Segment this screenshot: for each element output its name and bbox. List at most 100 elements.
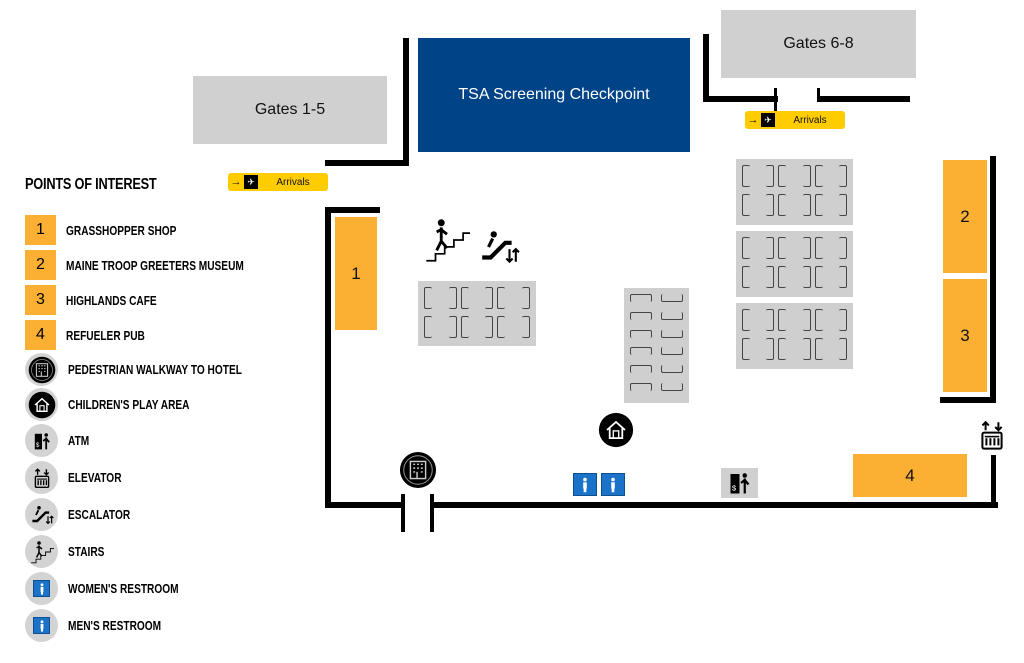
escalator-icon[interactable] <box>472 226 526 268</box>
legend-item-hotel-walkway: PEDESTRIAN WALKWAY TO HOTEL <box>25 353 291 386</box>
store-maine-troop-greeters-museum[interactable]: 2 <box>943 160 987 273</box>
store-number-badge: 1 <box>25 215 56 245</box>
chair-icon <box>814 165 823 187</box>
legend-label: ELEVATOR <box>68 470 122 485</box>
chair-icon <box>778 309 787 331</box>
hotel-walkway-icon[interactable] <box>399 451 437 489</box>
chair-icon <box>839 309 847 331</box>
chair-icon <box>661 329 683 338</box>
arrivals-sign-right[interactable]: →✈Arrivals <box>745 111 845 129</box>
seating-area <box>736 159 853 225</box>
seating-area <box>418 281 536 346</box>
chair-icon <box>630 347 652 356</box>
arrivals-label: Arrivals <box>793 114 827 126</box>
legend-label: MAINE TROOP GREETERS MUSEUM <box>66 257 244 273</box>
chair-icon <box>766 237 775 259</box>
seating-area <box>624 288 689 403</box>
legend-item-refueler-pub: 4 REFUELER PUB <box>25 320 167 350</box>
chair-icon <box>839 266 847 288</box>
gates-1-5-label: Gates 1-5 <box>254 101 326 118</box>
chair-icon <box>661 294 683 302</box>
gates-6-8-label: Gates 6-8 <box>783 35 854 52</box>
tsa-label: TSA Screening Checkpoint <box>458 86 650 103</box>
seating-area <box>736 303 853 369</box>
chair-icon <box>661 383 683 392</box>
chair-icon <box>742 165 750 187</box>
arrow-right-icon: → <box>230 176 242 188</box>
chair-icon <box>424 315 432 338</box>
chair-icon <box>497 315 506 338</box>
chair-icon <box>742 194 750 216</box>
chair-icon <box>630 294 652 302</box>
chair-icon <box>778 165 787 187</box>
chair-icon <box>802 194 811 216</box>
legend-item-stairs: STAIRS <box>25 535 115 568</box>
mens-restroom-icon[interactable] <box>601 473 625 496</box>
chair-icon <box>424 287 432 309</box>
chair-icon <box>766 266 775 288</box>
chair-icon <box>630 383 652 392</box>
store-grasshopper-shop[interactable]: 1 <box>335 217 377 330</box>
chair-icon <box>630 365 652 374</box>
legend-item-womens-restroom: WOMEN'S RESTROOM <box>25 572 210 605</box>
chair-icon <box>742 338 750 360</box>
chair-icon <box>778 338 787 360</box>
legend-item-elevator: ELEVATOR <box>25 461 137 494</box>
arrivals-sign-left[interactable]: →✈Arrivals <box>228 173 328 191</box>
seating-area <box>736 231 853 297</box>
chair-icon <box>766 194 775 216</box>
legend-label: ATM <box>68 433 90 448</box>
chair-icon <box>778 237 787 259</box>
chair-icon <box>485 315 494 338</box>
hotel-icon <box>27 355 56 384</box>
atm-icon[interactable] <box>721 468 758 498</box>
store-number-badge: 4 <box>25 320 56 350</box>
gates-1-5-area[interactable]: Gates 1-5 <box>193 76 387 144</box>
chair-icon <box>766 309 775 331</box>
chair-icon <box>839 237 847 259</box>
legend-title: POINTS OF INTEREST <box>25 176 157 193</box>
chair-icon <box>778 266 787 288</box>
legend-label: STAIRS <box>68 544 105 559</box>
chair-icon <box>802 165 811 187</box>
arrivals-label: Arrivals <box>276 176 310 188</box>
tsa-checkpoint-area[interactable]: TSA Screening Checkpoint <box>418 38 690 152</box>
chair-icon <box>521 287 530 309</box>
womens-restroom-icon[interactable] <box>573 473 597 496</box>
escalator-icon <box>30 504 55 525</box>
chair-icon <box>814 194 823 216</box>
chair-icon <box>778 194 787 216</box>
play-area-icon[interactable] <box>598 412 634 448</box>
mens-restroom-icon <box>33 617 50 634</box>
store-highlands-cafe[interactable]: 3 <box>943 279 987 392</box>
chair-icon <box>814 309 823 331</box>
chair-icon <box>839 165 847 187</box>
legend-label: REFUELER PUB <box>66 327 145 343</box>
chair-icon <box>839 194 847 216</box>
chair-icon <box>661 311 683 320</box>
chair-icon <box>814 338 823 360</box>
stairs-icon[interactable] <box>424 214 470 266</box>
store-number-badge: 3 <box>25 285 56 315</box>
gates-6-8-area[interactable]: Gates 6-8 <box>721 10 916 78</box>
chair-icon <box>448 287 457 309</box>
store-refueler-pub[interactable]: 4 <box>853 454 967 497</box>
chair-icon <box>802 338 811 360</box>
chair-icon <box>802 237 811 259</box>
chair-icon <box>742 266 750 288</box>
chair-icon <box>661 347 683 356</box>
chair-icon <box>521 315 530 338</box>
chair-icon <box>460 287 469 309</box>
chair-icon <box>497 287 506 309</box>
legend-item-atm: ATM <box>25 424 95 457</box>
legend-item-play-area: CHILDREN'S PLAY AREA <box>25 388 224 421</box>
legend-label: MEN'S RESTROOM <box>68 618 162 633</box>
elevator-icon[interactable] <box>976 411 1008 459</box>
chair-icon <box>448 315 457 338</box>
chair-icon <box>742 237 750 259</box>
chair-icon <box>814 266 823 288</box>
legend-label: CHILDREN'S PLAY AREA <box>68 397 190 412</box>
legend-label: WOMEN'S RESTROOM <box>68 581 179 596</box>
legend-item-escalator: ESCALATOR <box>25 498 148 531</box>
